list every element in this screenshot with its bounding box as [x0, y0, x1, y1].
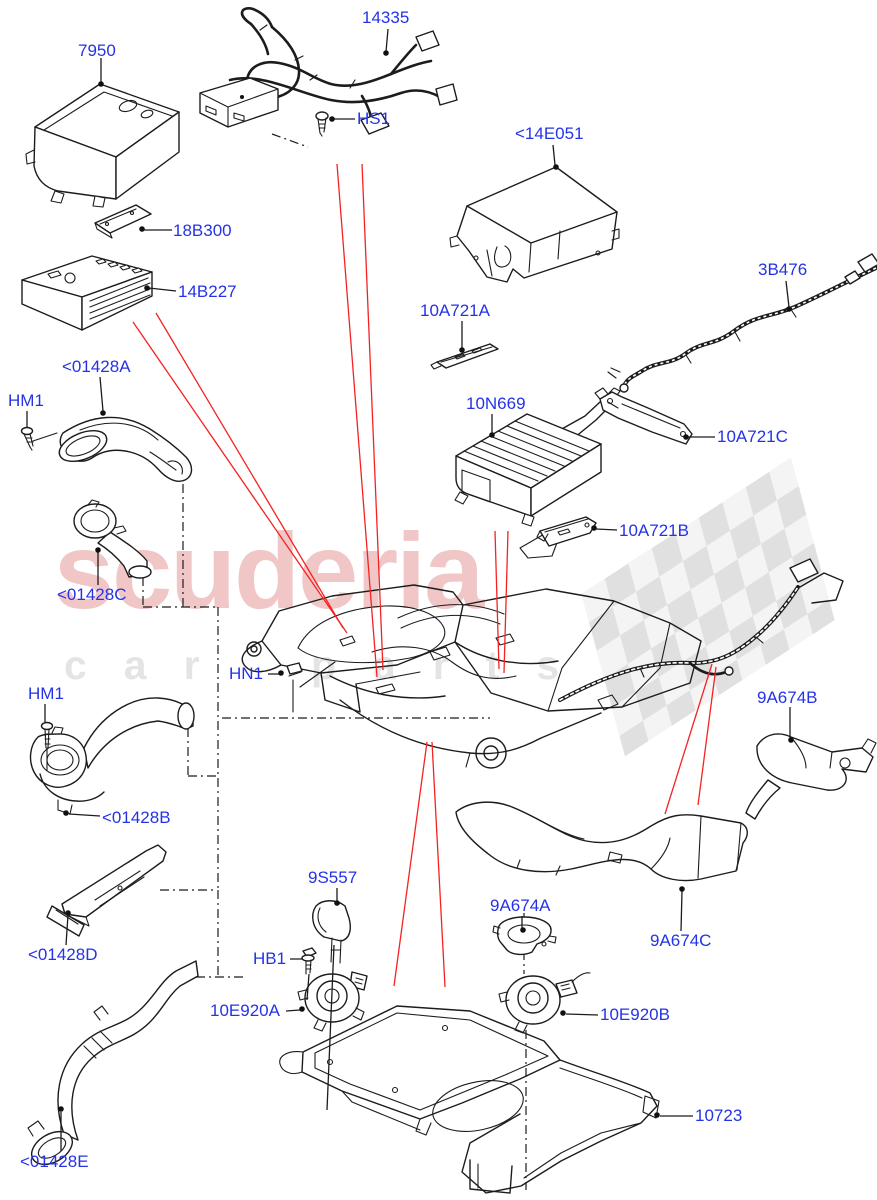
part-screw-hm1-upper [20, 426, 58, 451]
part-label-10a721b[interactable]: 10A721B [619, 521, 689, 540]
part-label-10e920a[interactable]: 10E920A [210, 1001, 280, 1020]
part-label-10n669[interactable]: 10N669 [466, 394, 526, 413]
part-label-01428d[interactable]: <01428D [28, 945, 98, 964]
part-label-3b476[interactable]: 3B476 [758, 260, 808, 279]
part-duct-01428a [58, 416, 193, 482]
part-label-10723[interactable]: 10723 [695, 1106, 743, 1125]
part-module-14b227 [21, 255, 153, 331]
watermark-subtitle: car parts [64, 642, 597, 688]
part-screw-hm1-lower [40, 721, 54, 771]
part-cable-3b476 [607, 253, 877, 393]
part-label-9a674b[interactable]: 9A674B [757, 688, 818, 707]
part-duct-01428e [27, 960, 199, 1166]
part-label-18b300[interactable]: 18B300 [173, 221, 232, 240]
part-label-14b227[interactable]: 14B227 [178, 282, 237, 301]
part-harness-14335 [199, 7, 458, 135]
part-bracket-10a721c [594, 387, 693, 445]
part-duct-01428c [73, 499, 152, 579]
part-bolt-hs1 [315, 111, 329, 137]
part-label-hn1[interactable]: HN1 [229, 664, 264, 683]
part-duct-01428d [46, 844, 167, 937]
part-label-14335[interactable]: 14335 [362, 8, 410, 27]
part-label-10a721c[interactable]: 10A721C [717, 427, 788, 446]
chassis-illustration [241, 532, 844, 769]
part-label-7950[interactable]: 7950 [78, 41, 116, 60]
part-label-01428e[interactable]: <01428E [20, 1152, 89, 1171]
leader-lines [26, 28, 794, 1151]
part-gasket-9a674a [492, 916, 557, 956]
part-duct-01428b [29, 697, 195, 815]
part-label-10a721a[interactable]: 10A721A [420, 301, 490, 320]
part-cover-14e051 [449, 166, 620, 283]
part-bracket-9s557 [312, 900, 351, 964]
part-bolt-hb1 [301, 947, 317, 975]
part-plate-18b300 [94, 204, 152, 239]
part-bracket-10a721b [536, 516, 597, 547]
part-duct-9a674c [455, 801, 748, 882]
part-label-9s557[interactable]: 9S557 [308, 868, 358, 887]
part-label-hm1-upper[interactable]: HM1 [8, 391, 44, 410]
part-cover-7950 [25, 83, 180, 208]
part-label-01428a[interactable]: <01428A [62, 357, 131, 376]
dash-dot-reference-lines [142, 133, 527, 1190]
red-locator-lines [132, 163, 717, 988]
part-label-14e051[interactable]: <14E051 [515, 124, 584, 143]
part-duct-9a674b [745, 733, 877, 820]
part-nut-hn1 [286, 661, 336, 713]
part-subframe-10723 [279, 1005, 660, 1194]
part-label-9a674a[interactable]: 9A674A [490, 896, 551, 915]
part-actuator-10e920b [498, 972, 591, 1034]
part-label-hb1[interactable]: HB1 [253, 949, 287, 968]
part-label-9a674c[interactable]: 9A674C [650, 931, 712, 950]
part-label-01428b[interactable]: <01428B [102, 808, 171, 827]
part-label-hm1-lower[interactable]: HM1 [28, 684, 64, 703]
part-label-hs1[interactable]: HS1 [357, 109, 391, 128]
part-battery-10n669 [454, 387, 621, 527]
part-label-01428c[interactable]: <01428C [57, 585, 127, 604]
part-label-10e920b[interactable]: 10E920B [600, 1005, 670, 1024]
part-bracket-10a721a [430, 343, 499, 370]
